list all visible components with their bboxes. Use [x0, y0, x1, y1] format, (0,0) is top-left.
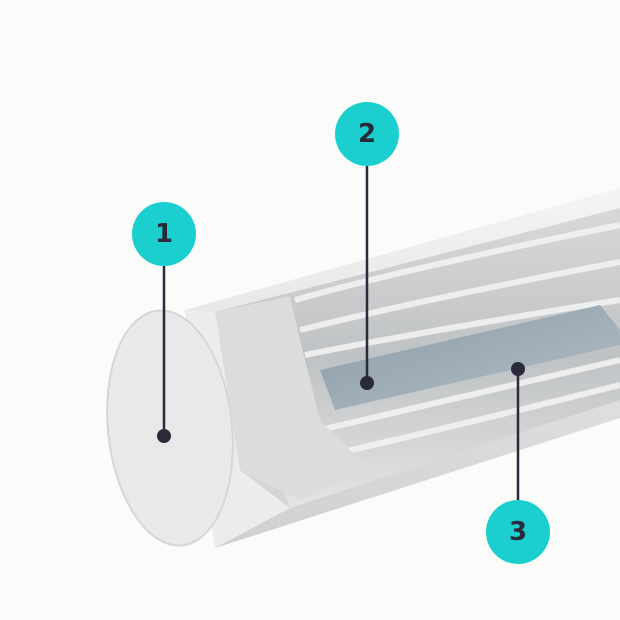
callout-2-dot	[360, 376, 374, 390]
callout-2-label: 2	[357, 119, 377, 149]
callout-3-badge: 3	[486, 500, 550, 564]
filter-segment	[215, 296, 370, 500]
crimped-layers	[294, 222, 620, 458]
callout-1-dot	[157, 429, 171, 443]
callout-2-badge: 2	[335, 102, 399, 166]
callout-1-label: 1	[154, 219, 174, 249]
callout-1-badge: 1	[132, 202, 196, 266]
foil-sheet	[320, 305, 620, 410]
callout-3-dot	[511, 362, 525, 376]
filter-end-face	[106, 309, 234, 547]
callout-3-label: 3	[508, 517, 528, 547]
